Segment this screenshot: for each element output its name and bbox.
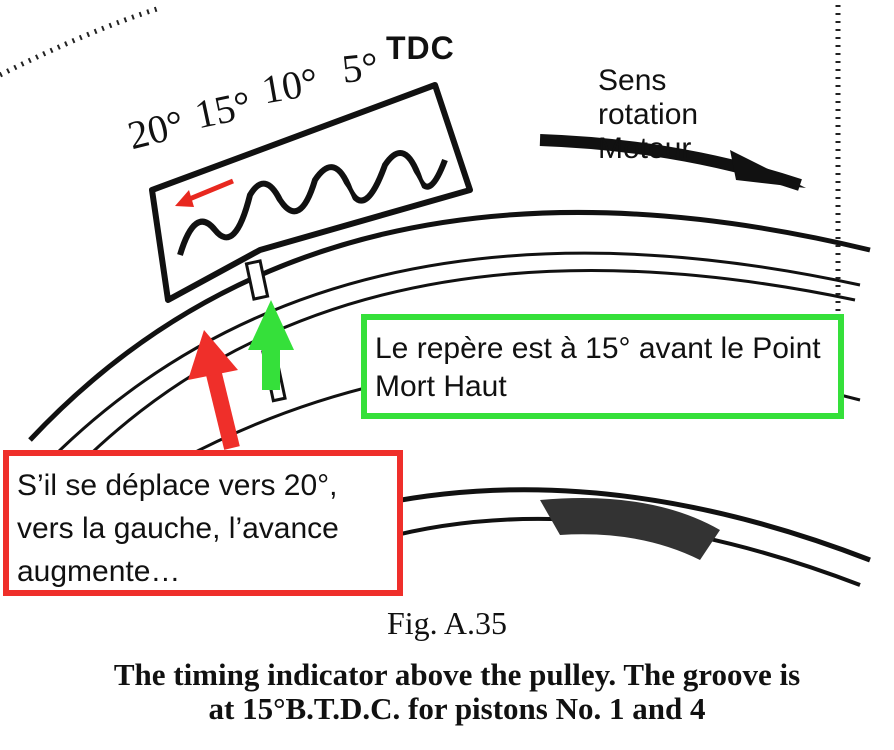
figure-caption: Fig. A.35 bbox=[386, 605, 508, 641]
scale-label-5: 5° bbox=[339, 43, 381, 92]
small-red-arrow-line bbox=[186, 178, 234, 203]
description-line: at 15°B.T.D.C. for pistons No. 1 and 4 bbox=[208, 691, 706, 726]
pulley-outer-rim bbox=[28, 209, 871, 442]
red-callout-text: S’il se déplace vers 20°, vers la gauche… bbox=[17, 469, 339, 588]
green-callout-text: Le repère est à 15° avant le Point Mort … bbox=[375, 332, 821, 403]
rotation-arrowhead bbox=[730, 150, 806, 188]
small-red-arrow-head bbox=[175, 190, 194, 207]
green-callout-box: Le repère est à 15° avant le Point Mort … bbox=[361, 314, 844, 419]
indicator-wave-inner bbox=[184, 163, 423, 256]
scale-label-10: 10° bbox=[258, 58, 322, 113]
figure-description: The timing indicator above the pulley. T… bbox=[20, 658, 894, 726]
green-arrow-shaft bbox=[262, 340, 280, 390]
indicator-wave bbox=[177, 150, 448, 256]
red-arrow-head bbox=[188, 330, 238, 380]
rotation-note-line: rotation bbox=[598, 98, 699, 131]
hub-shading bbox=[540, 498, 720, 560]
scale-label-15: 15° bbox=[190, 81, 255, 138]
pulley-groove-arc-2 bbox=[53, 269, 856, 492]
pulley-notch bbox=[244, 259, 270, 301]
rotation-note-line: Moteur bbox=[598, 132, 692, 165]
dotted-edge-left bbox=[0, 5, 161, 78]
red-callout-box: S’il se déplace vers 20°, vers la gauche… bbox=[3, 450, 403, 596]
pulley-groove-arc-1 bbox=[38, 251, 861, 472]
red-arrow-shaft bbox=[205, 368, 240, 450]
description-line: The timing indicator above the pulley. T… bbox=[113, 657, 801, 692]
rotation-note: Sens rotation Moteur bbox=[598, 64, 698, 166]
rotation-note-line: Sens bbox=[598, 64, 667, 97]
green-arrow-head bbox=[248, 300, 294, 350]
tdc-label: TDC bbox=[386, 30, 455, 66]
